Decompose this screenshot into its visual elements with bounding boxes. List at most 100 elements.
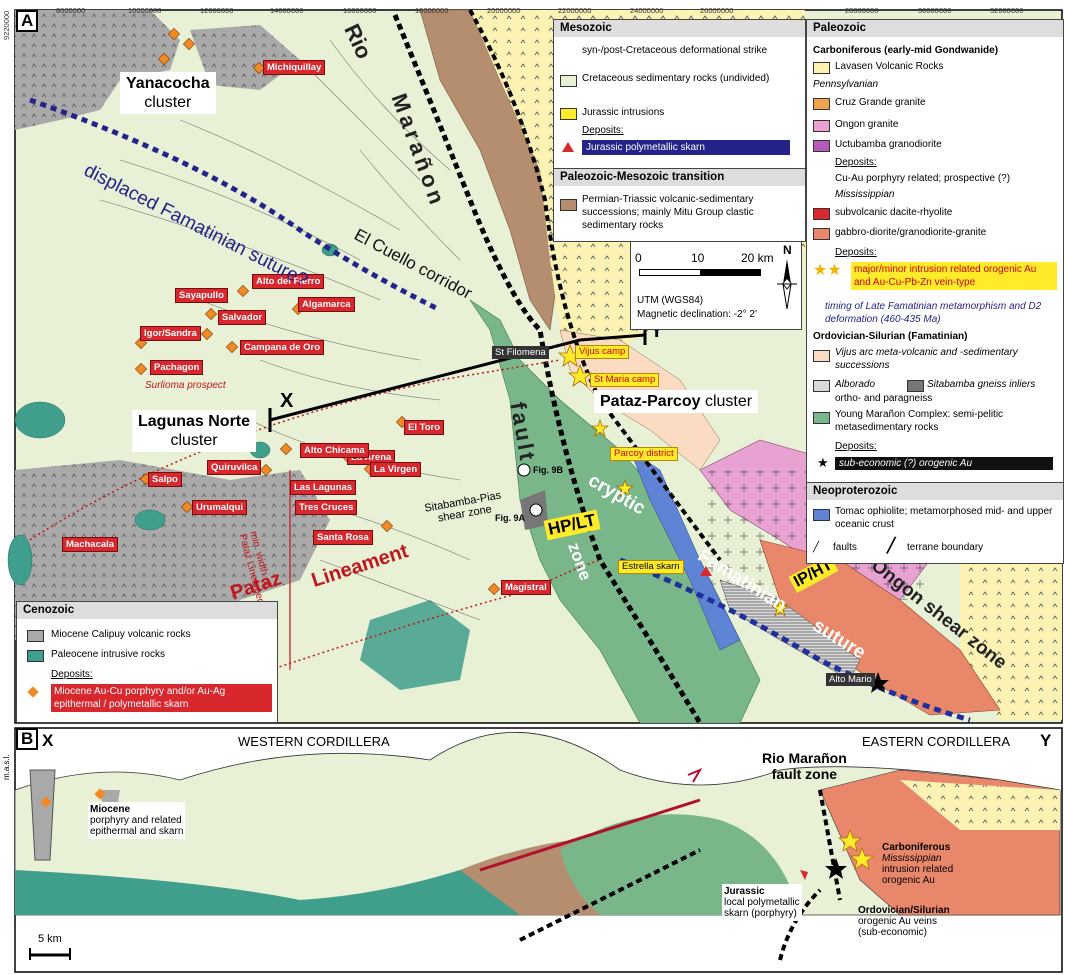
legend-item: gabbro-diorite/granodiorite-granite <box>835 227 987 238</box>
deposit-label: Campana de Oro <box>240 340 325 355</box>
north-arrow-icon <box>777 259 797 309</box>
deposit-label: Salvador <box>218 310 267 325</box>
legend-item: Sitabamba gneiss inliers <box>927 379 1036 390</box>
scale-tick: 20 km <box>741 251 774 265</box>
skarn-marker <box>700 566 712 576</box>
legend-swatch <box>907 380 924 392</box>
deposit-label: Las Lagunas <box>290 480 357 495</box>
scale-tick: 10 <box>691 251 705 265</box>
deposit-label: Tres Cruces <box>295 500 358 515</box>
north-label: N <box>783 243 792 257</box>
legend-title: Paleozoic-Mesozoic transition <box>554 169 805 186</box>
x-tick: 18000000 <box>415 6 449 15</box>
utm-label: UTM (WGS84) <box>637 295 704 306</box>
legend-skarn: Jurassic polymetallic skarn <box>582 140 790 155</box>
fig9b-label: Fig. 9B <box>533 465 564 475</box>
deposit-label: El Toro <box>404 420 445 435</box>
legend-swatch <box>560 108 577 120</box>
legend-item: Cu-Au porphyry related; prospective (?) <box>835 173 1011 184</box>
fig9a-marker <box>529 503 543 517</box>
lavasen-volcanics <box>960 540 1062 720</box>
section-fault <box>818 789 842 901</box>
section-scale-label: 5 km <box>38 933 62 945</box>
alto-mario-label: Alto Mario <box>826 673 875 686</box>
legend-title: Mesozoic <box>554 20 805 37</box>
legend-item: Mississippian <box>835 189 895 200</box>
legend-title: Paleozoic <box>807 20 1063 37</box>
legend-item: Miocene Calipuy volcanic rocks <box>51 629 191 640</box>
paleocene-intrusive <box>360 600 470 690</box>
scale-bar <box>639 269 761 276</box>
st-filomena-label: St Filomena <box>492 346 549 359</box>
legend-item: Carboniferous (early-mid Gondwanide) <box>813 45 999 56</box>
y-tick: 9220000 <box>2 10 11 40</box>
subeconomic-au-star <box>867 672 889 693</box>
legend-swatch <box>560 75 577 87</box>
section-calipuy <box>29 769 56 861</box>
fig9a-label: Fig. 9A <box>495 513 526 523</box>
calipuy-area <box>15 10 180 130</box>
x-tick: 26000000 <box>700 6 734 15</box>
x-tick: 24000000 <box>630 6 664 15</box>
legend-item: timing of Late Famatinian metamorphism a… <box>825 301 1042 325</box>
legend-item: Ordovician-Silurian (Famatinian) <box>813 331 968 342</box>
famatinian-suture-line <box>619 557 971 723</box>
scale-box: 0 10 20 km UTM (WGS84) Magnetic declinat… <box>630 240 802 330</box>
legend-item: Lavasen Volcanic Rocks <box>835 61 944 72</box>
ordovician-section-label: Ordovician/Silurian orogenic Au veins (s… <box>858 905 950 938</box>
legend-swatch <box>813 509 830 521</box>
deposit-label: La Virgen <box>370 462 422 477</box>
fig9b-marker <box>517 463 531 477</box>
legend-swatch <box>813 140 830 152</box>
x-tick: 16000000 <box>343 6 377 15</box>
deposit-label: Salpo <box>148 472 182 487</box>
legend-swatch <box>27 630 44 642</box>
deposit-label: Quiruvilca <box>207 460 262 475</box>
legend-swatch <box>813 380 830 392</box>
deposit-label: Sayapullo <box>175 288 228 303</box>
deposit-label: Magistral <box>501 580 551 595</box>
legend-item: terrane boundary <box>907 542 984 553</box>
legend-item: major/minor intrusion related orogenic A… <box>851 262 1057 290</box>
star-icon: ★★ <box>813 262 842 279</box>
deposit-label: Alto Chicama <box>300 443 369 458</box>
neoproterozoic-legend: Neoproterozoic Tomac ophiolite; metamorp… <box>806 482 1064 564</box>
deposit-label: Algamarca <box>298 297 355 312</box>
cenozoic-legend: Cenozoic Miocene Calipuy volcanic rocks … <box>16 601 278 723</box>
orogenic-au-stars <box>557 343 790 618</box>
legend-item: Uctubamba granodiorite <box>835 139 942 150</box>
legend-item: Permian-Triassic volcanic-sedimentary su… <box>582 194 754 231</box>
legend-swatch <box>813 350 830 362</box>
x-tick: 32000000 <box>990 6 1024 15</box>
black-star-icon: ★ <box>817 455 829 470</box>
legend-item: Miocene Au-Cu porphyry and/or Au-Ag epit… <box>51 684 272 712</box>
jurassic-section-label: Jurassic local polymetallic skarn (porph… <box>722 884 802 921</box>
x-tick: 8000000 <box>56 6 86 15</box>
fault-legend-icon: ╱ <box>813 542 820 553</box>
section-thrust <box>479 798 701 872</box>
legend-item: subvolcanic dacite-rhyolite <box>835 207 953 218</box>
carboniferous-section-label: Carboniferous Mississippian intrusion re… <box>882 842 954 886</box>
deposit-label: Pachagon <box>150 360 204 375</box>
legend-swatch <box>813 412 830 424</box>
x-tick: 12000000 <box>200 6 234 15</box>
young-maranon-complex <box>469 299 761 724</box>
legend-item: Young Marañon Complex: semi-pelitic meta… <box>835 409 1004 433</box>
terrane-legend-icon: ╱ <box>887 537 896 553</box>
panel-b-label: B <box>16 728 39 750</box>
deposit-label: Michiquillay <box>263 60 326 75</box>
section-lavasen <box>900 780 1060 830</box>
st-maria-camp-label: St Maria camp <box>590 373 660 387</box>
legend-item: ortho- and paragneiss <box>835 393 933 404</box>
legend-item: Cruz Grande granite <box>835 97 926 108</box>
legend-item: Cretaceous sedimentary rocks (undivided) <box>582 73 770 84</box>
legend-item: syn-/post-Cretaceous deformational strik… <box>582 45 768 56</box>
legend-item: Ongon granite <box>835 119 899 130</box>
deposit-label: Urumalqui <box>192 500 247 515</box>
legend-deposits: Deposits: <box>51 669 93 680</box>
diamond-icon <box>27 686 39 698</box>
legend-item: sub-economic (?) orogenic Au <box>835 457 1053 470</box>
section-fault <box>519 848 701 942</box>
mesozoic-legend: Mesozoic syn-/post-Cretaceous deformatio… <box>553 19 806 169</box>
